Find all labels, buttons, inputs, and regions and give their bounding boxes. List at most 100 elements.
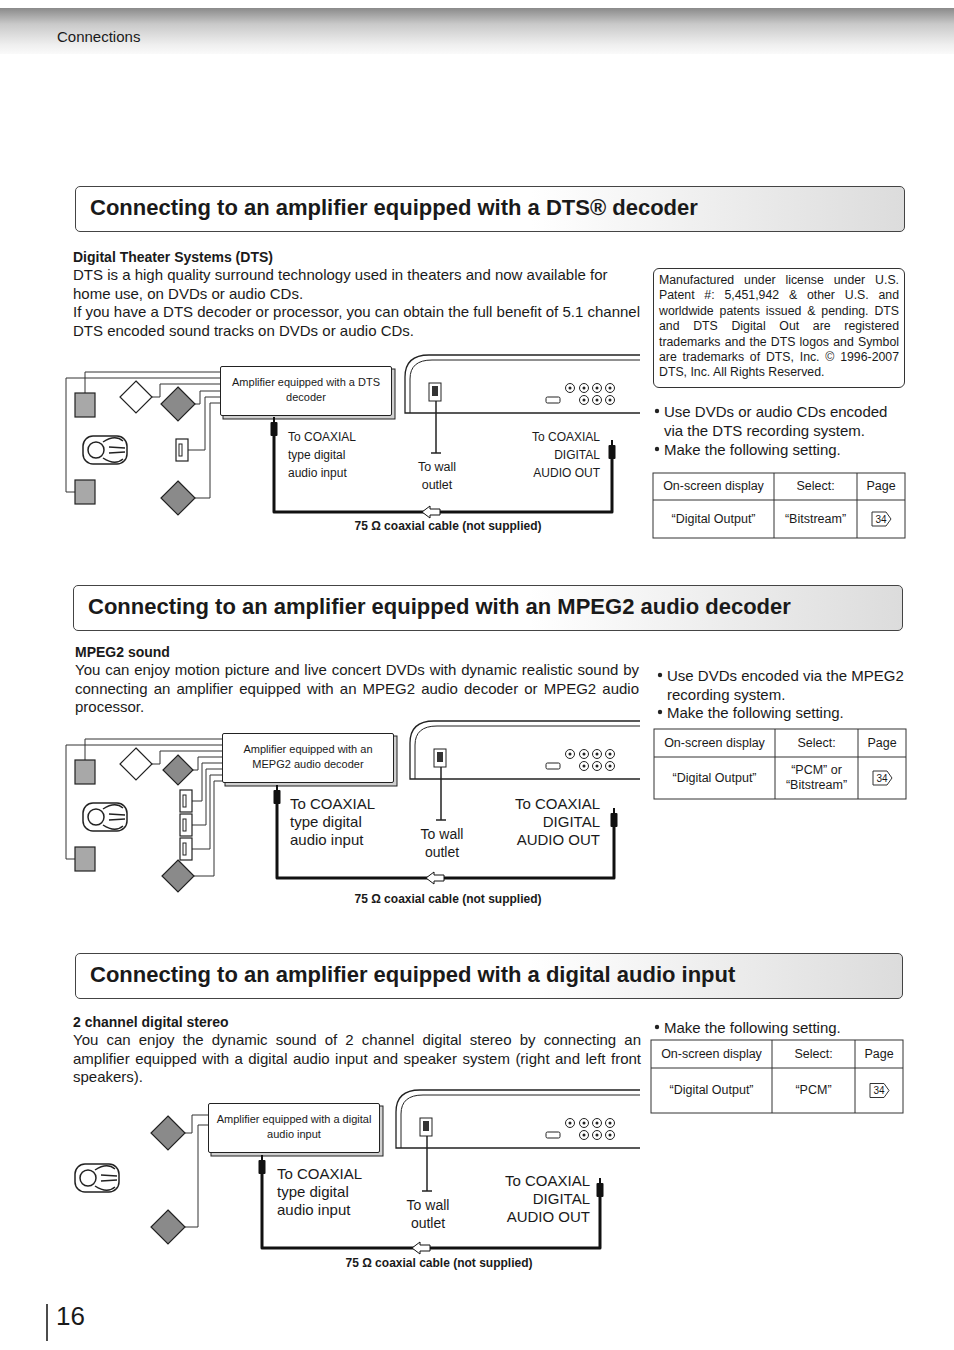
connector-label: To wall outlet xyxy=(412,825,472,861)
table-cell: “Digital Output” xyxy=(653,1069,770,1112)
bullet-dot xyxy=(655,1025,659,1029)
power-socket-pin xyxy=(432,386,438,396)
hdmi-port xyxy=(546,397,560,403)
connection-illustration xyxy=(66,355,640,518)
box-text: Amplifier equipped with a digital audio … xyxy=(215,1112,373,1142)
bullet-dot xyxy=(658,673,662,677)
jack-pin xyxy=(596,1134,599,1137)
arms xyxy=(103,438,125,463)
signal-arrow xyxy=(426,872,444,884)
speaker xyxy=(75,760,95,784)
dvd-player xyxy=(405,355,640,413)
dvd-player xyxy=(410,721,640,779)
speaker xyxy=(151,1116,185,1150)
head xyxy=(88,442,104,458)
settings-table xyxy=(654,729,906,799)
box-text: Amplifier equipped with an MEPG2 audio d… xyxy=(229,742,387,772)
chair xyxy=(83,803,127,831)
jack xyxy=(593,396,602,405)
table-header: Page xyxy=(860,730,904,756)
table-header: Select: xyxy=(774,1041,853,1067)
table-header: Page xyxy=(857,1041,901,1067)
speaker-wire xyxy=(185,1125,208,1227)
table-rule xyxy=(654,757,906,758)
connector-label: To COAXIAL DIGITAL AUDIO OUT xyxy=(493,1172,590,1226)
jack xyxy=(580,750,589,759)
speaker-cone xyxy=(179,444,182,456)
listener-icon xyxy=(75,1164,119,1192)
chair xyxy=(83,436,127,464)
jack xyxy=(606,762,615,771)
table-rule xyxy=(858,729,859,799)
jack xyxy=(593,762,602,771)
jack xyxy=(606,750,615,759)
speaker xyxy=(176,439,188,461)
page-number: 16 xyxy=(56,1300,106,1332)
speaker-wire xyxy=(194,781,222,876)
table-cell: “Bitstream” xyxy=(776,501,855,537)
connection-illustration xyxy=(75,1090,640,1254)
speaker xyxy=(120,748,152,780)
table-header: Select: xyxy=(777,730,856,756)
jack-pin xyxy=(569,753,572,756)
bullet-text: Make the following setting. xyxy=(664,440,904,459)
connector-label: To COAXIAL type digital audio input xyxy=(288,428,378,482)
arms xyxy=(103,805,125,830)
jack-pin xyxy=(583,387,586,390)
rca-plug xyxy=(597,1183,604,1197)
rca-plug xyxy=(611,813,618,827)
table-border xyxy=(653,473,905,538)
rca-plug xyxy=(274,790,281,804)
power-cord xyxy=(435,401,437,453)
heading-text: Connecting to an amplifier equipped with… xyxy=(88,594,888,620)
body-text: You can enjoy motion picture and live co… xyxy=(75,661,639,717)
amplifier-box: Amplifier equipped with an MEPG2 audio d… xyxy=(222,733,394,783)
rca-plug xyxy=(609,445,616,459)
license-notice: Manufactured under license under U.S. Pa… xyxy=(653,268,905,388)
power-plug xyxy=(431,452,441,454)
speaker-wire xyxy=(66,378,220,492)
speaker xyxy=(75,393,95,417)
speaker-wire xyxy=(85,372,220,393)
jack-pin xyxy=(609,1122,612,1125)
body-text: DTS is a high quality surround technolog… xyxy=(73,266,641,303)
settings-table xyxy=(653,473,905,538)
plug-tip xyxy=(611,440,613,445)
connector-label: To wall outlet xyxy=(398,1196,458,1232)
table-cell: “Digital Output” xyxy=(656,758,773,798)
jack-pin xyxy=(569,387,572,390)
jack xyxy=(593,750,602,759)
hdmi-port xyxy=(546,763,560,769)
bullet-dot xyxy=(655,447,659,451)
section-heading: Connecting to an amplifier equipped with… xyxy=(75,953,903,999)
box-text: Manufactured under license under U.S. Pa… xyxy=(659,273,899,381)
jack xyxy=(593,384,602,393)
speaker-wire xyxy=(192,769,222,825)
box-text: Amplifier equipped with a DTS decoder xyxy=(227,375,385,405)
signal-arrow xyxy=(412,1242,430,1254)
connector-label: To COAXIAL DIGITAL AUDIO OUT xyxy=(520,428,600,482)
jack-pin xyxy=(609,753,612,756)
jack-pin xyxy=(609,399,612,402)
bullet-text: Use DVDs encoded via the MPEG2 recording… xyxy=(667,666,907,704)
table-header: On-screen display xyxy=(656,730,773,756)
jack xyxy=(606,396,615,405)
speaker-cone xyxy=(183,795,186,807)
page-reference: 34 xyxy=(860,758,904,798)
power-plug xyxy=(436,819,446,821)
head xyxy=(80,1170,96,1186)
body-text: If you have a DTS decoder or processor, … xyxy=(73,303,641,340)
amplifier-box: Amplifier equipped with a DTS decoder xyxy=(220,366,392,416)
jack-pin xyxy=(583,765,586,768)
heading-text: Connecting to an amplifier equipped with… xyxy=(90,195,890,221)
power-cord xyxy=(440,767,442,820)
speaker xyxy=(120,381,152,413)
player-edge xyxy=(410,360,640,413)
table-cell: “PCM” xyxy=(774,1069,853,1112)
jack-pin xyxy=(583,399,586,402)
jack xyxy=(606,1119,615,1128)
speaker-cone xyxy=(183,819,186,831)
bullet-text: Make the following setting. xyxy=(664,1018,904,1037)
dvd-player xyxy=(396,1090,640,1148)
